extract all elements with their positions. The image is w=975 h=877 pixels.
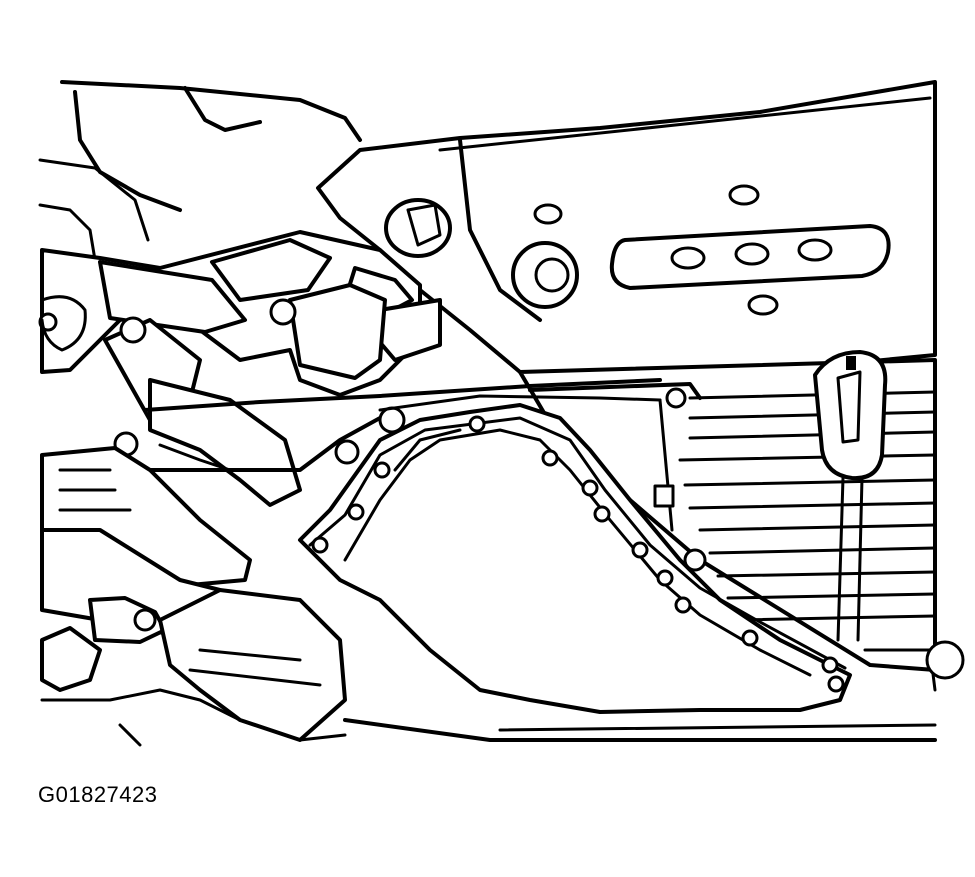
figure-id-caption: G01827423 (38, 782, 158, 807)
left-mount-assembly (38, 230, 442, 507)
dipstick-tube (813, 350, 888, 642)
lower-left-components (40, 446, 347, 747)
transmission-oil-pan (298, 403, 852, 714)
engine-block (316, 80, 937, 380)
upper-left-body-panel (38, 80, 362, 262)
cooler-line (378, 387, 687, 532)
crossmember (143, 378, 662, 472)
lower-frame (343, 640, 965, 742)
